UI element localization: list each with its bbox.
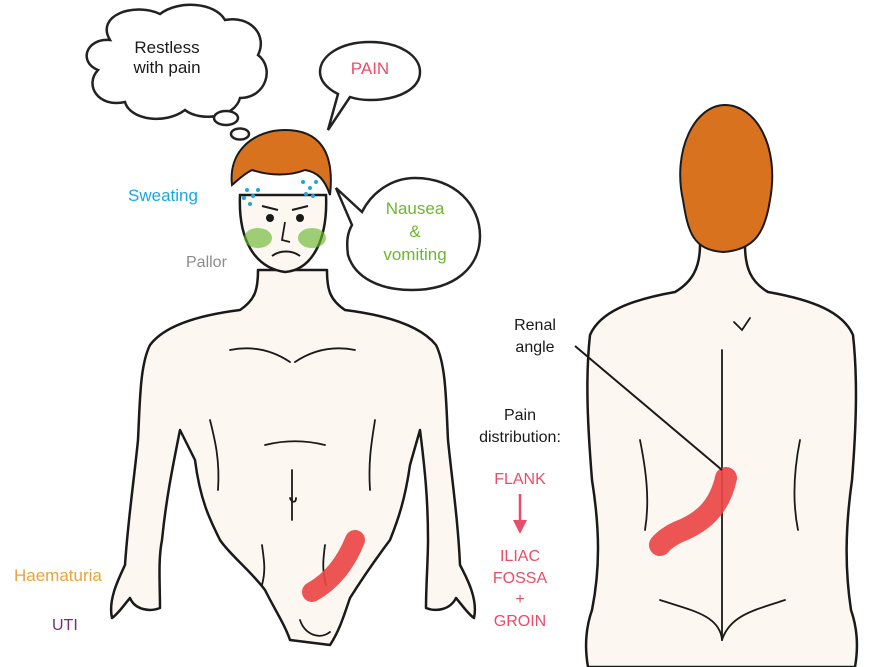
- renal-angle-label: Renal angle: [500, 315, 570, 360]
- speech-pain-text: PAIN: [330, 59, 410, 79]
- iliac-line-1: ILIAC: [475, 546, 565, 568]
- pain-distribution-label: Pain distribution:: [470, 405, 570, 450]
- iliac-line-3: +: [475, 589, 565, 611]
- flank-arrow: [513, 494, 527, 534]
- uti-label: UTI: [52, 616, 78, 635]
- iliac-line-2: FOSSA: [475, 568, 565, 590]
- thought-text: Restless with pain: [112, 38, 222, 79]
- thought-line-2: with pain: [112, 58, 222, 78]
- nausea-line-2: &: [360, 221, 470, 244]
- renal-line-1: Renal: [500, 315, 570, 337]
- nausea-text: Nausea & vomiting: [360, 198, 470, 267]
- renal-line-2: angle: [500, 337, 570, 359]
- nausea-line-1: Nausea: [360, 198, 470, 221]
- iliac-fossa-groin-label: ILIAC FOSSA + GROIN: [475, 546, 565, 632]
- front-head: [232, 130, 331, 272]
- pallor-label: Pallor: [186, 253, 227, 272]
- iliac-line-4: GROIN: [475, 611, 565, 633]
- nausea-line-3: vomiting: [360, 244, 470, 267]
- sweating-label: Sweating: [128, 186, 198, 206]
- front-hair: [232, 130, 331, 195]
- front-body: [111, 270, 475, 645]
- back-hair: [680, 105, 772, 252]
- speech-bubble-pain: [320, 42, 420, 130]
- thought-line-1: Restless: [112, 38, 222, 58]
- haematuria-label: Haematuria: [14, 566, 102, 586]
- flank-label: FLANK: [475, 470, 565, 489]
- pain-dist-line-2: distribution:: [470, 427, 570, 449]
- pain-dist-line-1: Pain: [470, 405, 570, 427]
